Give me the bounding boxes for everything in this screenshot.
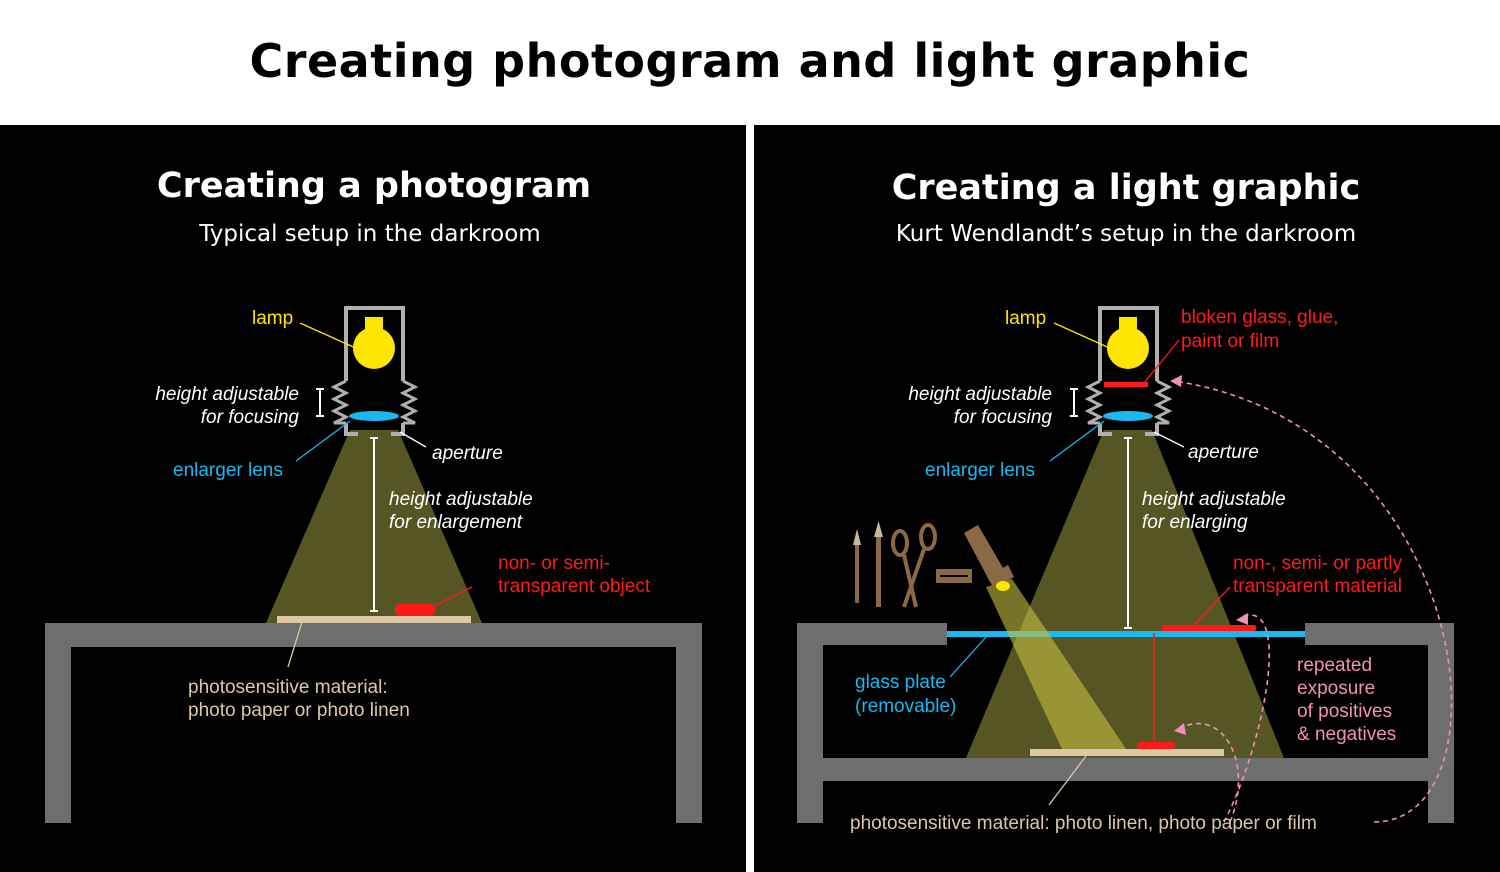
- label-lamp: lamp: [252, 308, 293, 329]
- bulb-icon: [353, 317, 395, 369]
- label-plate-1: glass plate: [855, 672, 946, 693]
- label-material-1: non-, semi- or partly: [1233, 553, 1402, 574]
- darkroom-table: [797, 623, 1454, 823]
- bulb-icon: [1107, 317, 1149, 369]
- panel-photogram: Creating a photogram Typical setup in th…: [0, 125, 746, 872]
- label-enlarge-2: for enlarging: [1142, 512, 1248, 533]
- main-title: Creating photogram and light graphic: [249, 34, 1251, 88]
- label-glass-2: paint or film: [1181, 331, 1279, 352]
- label-photo-2: photo paper or photo linen: [188, 700, 410, 721]
- enlarger-lens: [349, 411, 399, 421]
- enlarger-lens: [1103, 411, 1153, 421]
- light-graphic-diagram: Creating a light graphic Kurt Wendlandt’…: [797, 168, 1454, 834]
- razor-blade-icon: [936, 569, 972, 583]
- light-graphic-title: Creating a light graphic: [892, 168, 1361, 208]
- label-aperture: aperture: [432, 443, 503, 464]
- focus-height-marker: [316, 388, 324, 417]
- label-photo-1: photosensitive material:: [188, 677, 388, 698]
- label-enlarge-1: height adjustable: [389, 489, 533, 510]
- glass-plate: [947, 631, 1305, 637]
- glass-film-insert: [1104, 382, 1148, 387]
- photosensitive-paper: [1030, 749, 1224, 756]
- label-photo: photosensitive material: photo linen, ph…: [850, 813, 1317, 834]
- label-exposure-3: of positives: [1297, 701, 1392, 722]
- label-focus-2: for focusing: [954, 407, 1053, 428]
- brush-icon: [853, 521, 883, 607]
- label-glass-1: bloken glass, glue,: [1181, 307, 1338, 328]
- paper-object: [1137, 742, 1175, 749]
- label-aperture: aperture: [1188, 442, 1259, 463]
- transparent-material: [1162, 625, 1256, 631]
- transparent-object: [395, 604, 435, 616]
- label-lens: enlarger lens: [173, 460, 283, 481]
- bellows-icon: [1084, 379, 1104, 425]
- label-exposure-4: & negatives: [1297, 724, 1396, 745]
- photosensitive-paper: [277, 616, 471, 623]
- enlarger-head: [330, 306, 419, 436]
- label-object-2: transparent object: [498, 576, 651, 597]
- label-enlarge-1: height adjustable: [1142, 489, 1286, 510]
- flashlight-icon: [964, 525, 1014, 591]
- photogram-diagram: Creating a photogram Typical setup in th…: [45, 166, 702, 823]
- label-focus-1: height adjustable: [155, 384, 299, 405]
- enlarge-height-marker: [370, 437, 378, 612]
- label-lens: enlarger lens: [925, 460, 1035, 481]
- focus-height-marker: [1070, 388, 1078, 417]
- label-focus-2: for focusing: [201, 407, 300, 428]
- repeated-exposure-arrows: [1173, 380, 1453, 823]
- label-material-2: transparent material: [1233, 576, 1402, 597]
- panel-light-graphic: Creating a light graphic Kurt Wendlandt’…: [754, 125, 1500, 872]
- darkroom-table: [45, 623, 702, 823]
- label-focus-1: height adjustable: [908, 384, 1052, 405]
- scissors-icon: [891, 523, 937, 608]
- enlarge-height-marker: [1124, 437, 1132, 629]
- photogram-subtitle: Typical setup in the darkroom: [198, 221, 540, 247]
- flashlight-beam: [986, 579, 1126, 749]
- label-enlarge-2: for enlargement: [389, 512, 523, 533]
- light-graphic-subtitle: Kurt Wendlandt’s setup in the darkroom: [896, 221, 1356, 247]
- label-object-1: non- or semi-: [498, 553, 610, 574]
- photogram-title: Creating a photogram: [157, 166, 591, 206]
- bellows-icon: [330, 379, 350, 425]
- label-exposure-1: repeated: [1297, 655, 1372, 676]
- label-lamp: lamp: [1005, 308, 1046, 329]
- label-exposure-2: exposure: [1297, 678, 1375, 699]
- label-plate-2: (removable): [855, 696, 956, 717]
